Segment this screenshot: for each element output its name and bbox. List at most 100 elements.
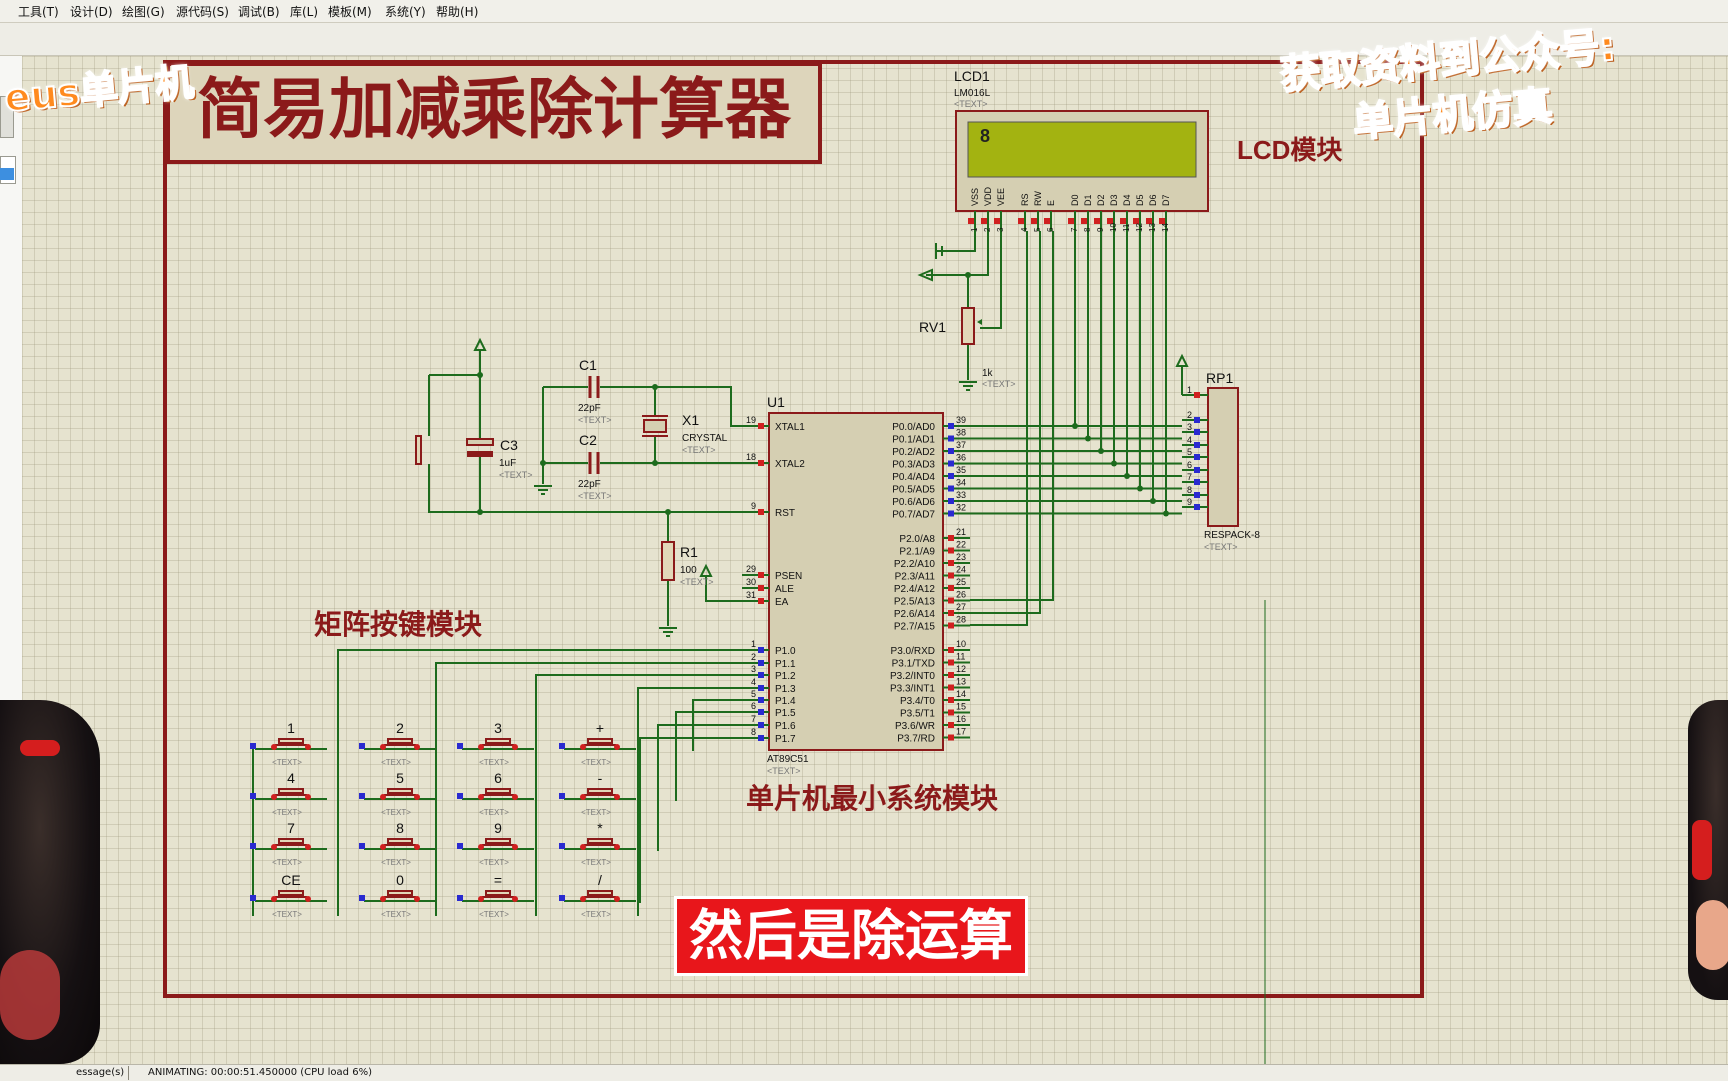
key-pin [580,794,586,800]
c3-text-placeholder: <TEXT> [499,470,533,480]
u1-part: AT89C51 [767,754,809,765]
key-plunger [485,890,511,896]
wire-keypad-col-bus [675,711,742,801]
key-label: = [494,872,502,888]
key-text-placeholder: <TEXT> [272,758,302,767]
key-pin-marker [250,895,256,901]
pin-marker [948,697,954,703]
x1-ref: X1 [682,412,699,428]
key-pin [271,844,277,850]
key-pin [478,896,484,902]
pin-marker [948,672,954,678]
u1-right-pin-number: 28 [956,615,966,625]
menu-draw[interactable]: 绘图(G) [122,5,165,19]
menu-library[interactable]: 库(L) [290,5,319,19]
key-label: 1 [287,720,295,736]
wire-reset-rst [428,464,742,513]
lcd-pin-name: D2 [1096,194,1106,206]
pin-marker [758,509,764,515]
lcd-pin-name: D6 [1148,194,1158,206]
u1-right-pin-number: 38 [956,428,966,438]
selection-highlight [0,168,14,180]
u1-component[interactable]: U1 AT89C51 <TEXT> 19XTAL118XTAL29RST29PS… [742,394,970,776]
key-plunger [587,738,613,744]
lcd-pin-number: 7 [1070,227,1079,232]
key-plunger [587,890,613,896]
wire-keypad-row-bus [337,649,742,916]
key-label: * [597,820,603,836]
menu-source-code[interactable]: 源代码(S) [176,5,229,19]
c1-component[interactable]: C1 22pF <TEXT> [578,357,612,425]
key-pin-marker [457,895,463,901]
avatar-right-ribbon [1692,820,1712,880]
lcd-text-placeholder: <TEXT> [954,99,988,109]
u1-right-pin-name: P0.4/AD4 [892,472,935,483]
power-arrow [473,337,487,351]
c3-component[interactable]: C3 1uF <TEXT> [466,437,533,480]
pin-marker [948,597,954,604]
pin-marker [1194,492,1200,498]
lcd-pin-name: VDD [983,186,993,206]
reset-button[interactable] [415,435,422,465]
pin-marker [1133,218,1139,224]
u1-right-pin-name: P2.1/A9 [899,547,935,558]
wire-layer [252,231,1183,916]
u1-right-pin-number: 25 [956,577,966,587]
key-text-placeholder: <TEXT> [479,808,509,817]
rp1-ref: RP1 [1206,370,1233,386]
menu-template[interactable]: 模板(M) [328,5,372,19]
c2-component[interactable]: C2 22pF <TEXT> [578,432,612,501]
menu-help[interactable]: 帮助(H) [436,5,479,19]
wire-junction [477,372,483,378]
lcd-component[interactable]: 8 LCD1 LM016L <TEXT> VSS1VDD2VEE3RS4RW5E… [954,68,1209,232]
x1-component[interactable]: X1 CRYSTAL <TEXT> [642,412,728,455]
lcd-pin-number: 13 [1148,223,1157,232]
key-pin-marker [559,843,565,849]
pin-marker [1081,218,1087,224]
u1-left-pin-name: P1.0 [775,646,796,657]
pin-marker [1018,218,1024,224]
r1-component[interactable]: R1 100 <TEXT> [661,541,714,587]
menu-design[interactable]: 设计(D) [70,5,113,19]
lcd-pins: VSS1VDD2VEE3RS4RW5E6D07D18D29D310D411D51… [968,186,1171,232]
menu-tools[interactable]: 工具(T) [18,5,59,19]
key-plunger [278,838,304,844]
pin-marker [994,218,1000,224]
key-pin [305,794,311,800]
avatar-left-ribbon [20,740,60,756]
key-plunger [278,738,304,744]
u1-right-pin-number: 16 [956,714,966,724]
lcd-pin-name: D7 [1161,194,1171,206]
u1-left-pin-name: P1.3 [775,684,796,695]
panel-tab[interactable] [0,96,14,138]
c1-text-placeholder: <TEXT> [578,415,612,425]
lcd-pin-name: RW [1033,191,1043,206]
pin-marker [758,722,764,728]
menu-system[interactable]: 系统(Y) [385,5,426,19]
wire-junction [652,384,658,390]
pin-marker [1120,218,1126,224]
key-plunger [387,838,413,844]
key-pin [414,794,420,800]
key-text-placeholder: <TEXT> [581,910,611,919]
pin-marker [948,510,954,517]
pin-marker [1194,504,1200,510]
lcd-pin-number: 5 [1033,227,1042,232]
pin-marker [948,547,954,554]
status-messages[interactable]: essage(s) [76,1067,125,1078]
menu-debug[interactable]: 调试(B) [238,5,280,19]
lcd-pin-name: D5 [1135,194,1145,206]
pin-marker [948,423,954,429]
rv1-wiper [977,319,982,325]
pin-marker [1031,218,1037,224]
u1-left-pin-name: ALE [775,584,794,595]
pin-marker [948,585,954,591]
wire-keypad-col-bus [639,737,742,903]
schematic-canvas[interactable]: 简易加减乘除计算器 LCD模块 矩阵按键模块 单片机最小系统模块 8 LCD1 … [0,23,1728,1064]
key-label: - [598,770,603,786]
key-plunger [485,788,511,794]
u1-left-pin-number: 5 [751,689,756,699]
lcd-pin-name: D3 [1109,194,1119,206]
rv1-component[interactable]: RV1 1k <TEXT> [919,307,1016,389]
